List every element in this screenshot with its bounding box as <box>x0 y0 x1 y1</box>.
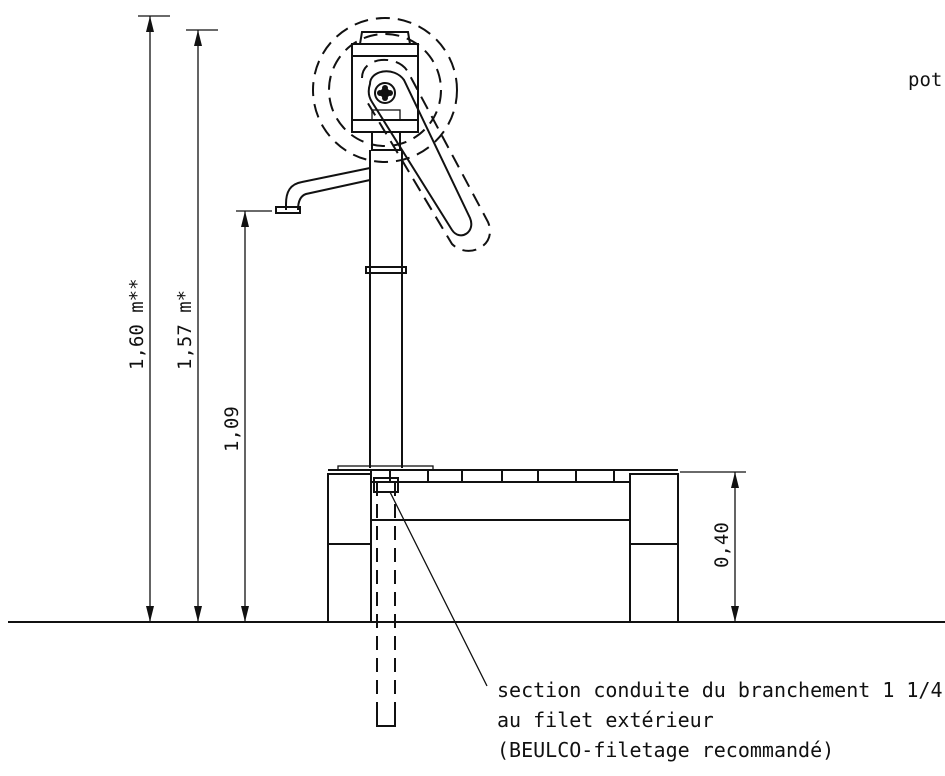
note-line-1: section conduite du branchement 1 1/4" <box>497 678 945 702</box>
note-leader-line <box>389 491 488 687</box>
dimension-base-height-label: 0,40 <box>711 522 733 568</box>
pump-handle <box>367 70 473 237</box>
dimension-total-height-alt-label: 1,57 m* <box>174 290 196 370</box>
pump-head <box>351 31 419 151</box>
base-bench <box>327 465 679 623</box>
note-line-3: (BEULCO-filetage recommandé) <box>497 738 834 762</box>
pump-spout <box>275 167 371 214</box>
pump-column <box>365 150 407 468</box>
cut-off-label: pot <box>908 69 942 91</box>
dimension-total-height: 1,60 m** <box>126 15 170 622</box>
dimension-total-height-alt: 1,57 m* <box>174 29 218 622</box>
dimension-spout-height: 1,09 <box>221 210 272 622</box>
handle-swing-range <box>312 17 491 252</box>
dimension-base-height: 0,40 <box>680 471 746 622</box>
dimension-spout-height-label: 1,09 <box>221 406 243 452</box>
underground-pipe <box>373 477 399 727</box>
note-line-2: au filet extérieur <box>497 708 714 732</box>
dimension-total-height-label: 1,60 m** <box>126 278 148 370</box>
